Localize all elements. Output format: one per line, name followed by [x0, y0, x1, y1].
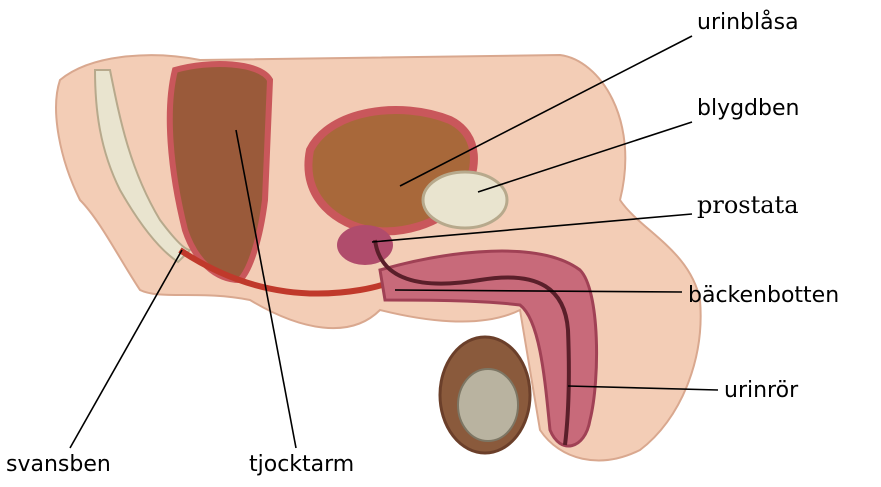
label-svansben: svansben [6, 454, 111, 476]
label-prostata: prostata [697, 193, 799, 217]
leader-svansben [70, 250, 182, 448]
label-urinror: urinrör [724, 380, 798, 402]
label-tjocktarm: tjocktarm [249, 454, 354, 476]
prostate-gland [337, 225, 393, 265]
label-urinblasa: urinblåsa [697, 12, 799, 34]
label-blygdben: blygdben [697, 98, 799, 120]
pubic-bone [423, 172, 507, 228]
testis [458, 369, 518, 441]
label-backenbotten: bäckenbotten [688, 285, 839, 307]
